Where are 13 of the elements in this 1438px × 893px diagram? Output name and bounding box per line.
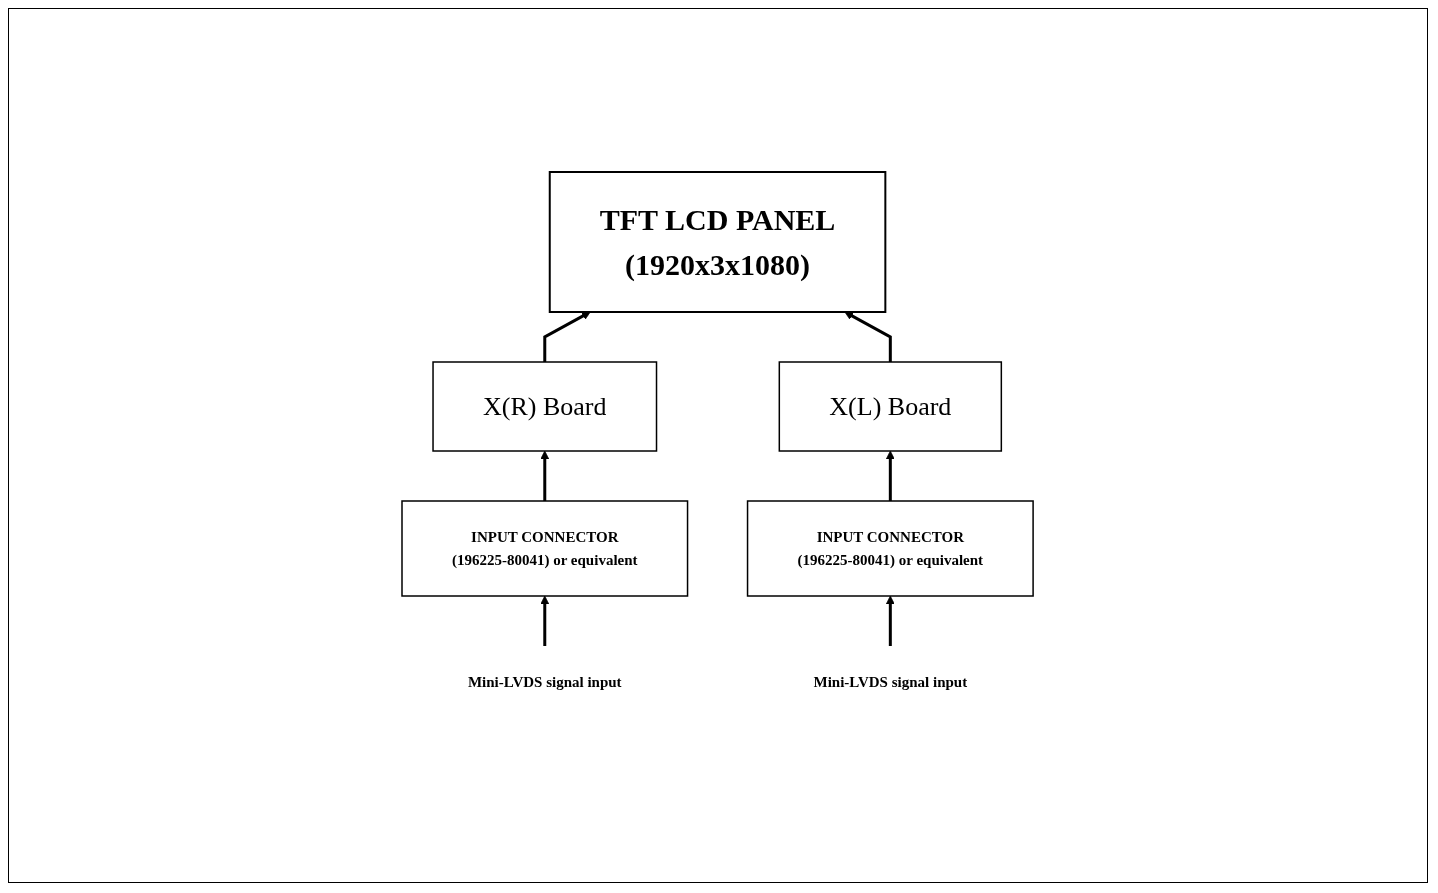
node-box: INPUT CONNECTOR (196225-80041) or equivalent <box>401 500 689 597</box>
arrow <box>540 595 550 647</box>
node-box: X(L) Board <box>779 361 1003 452</box>
node-box: X(R) Board <box>432 361 658 452</box>
arrow <box>540 450 550 502</box>
node-text: Mini-LVDS signal input <box>468 674 623 691</box>
arrow <box>886 595 896 647</box>
node-box: TFT LCD PANEL (1920x3x1080) <box>549 171 887 314</box>
arrow <box>844 311 893 363</box>
arrow <box>886 450 896 502</box>
arrow <box>543 311 592 363</box>
node-text: Mini-LVDS signal input <box>813 674 968 691</box>
node-box: INPUT CONNECTOR (196225-80041) or equivalent <box>747 500 1035 597</box>
